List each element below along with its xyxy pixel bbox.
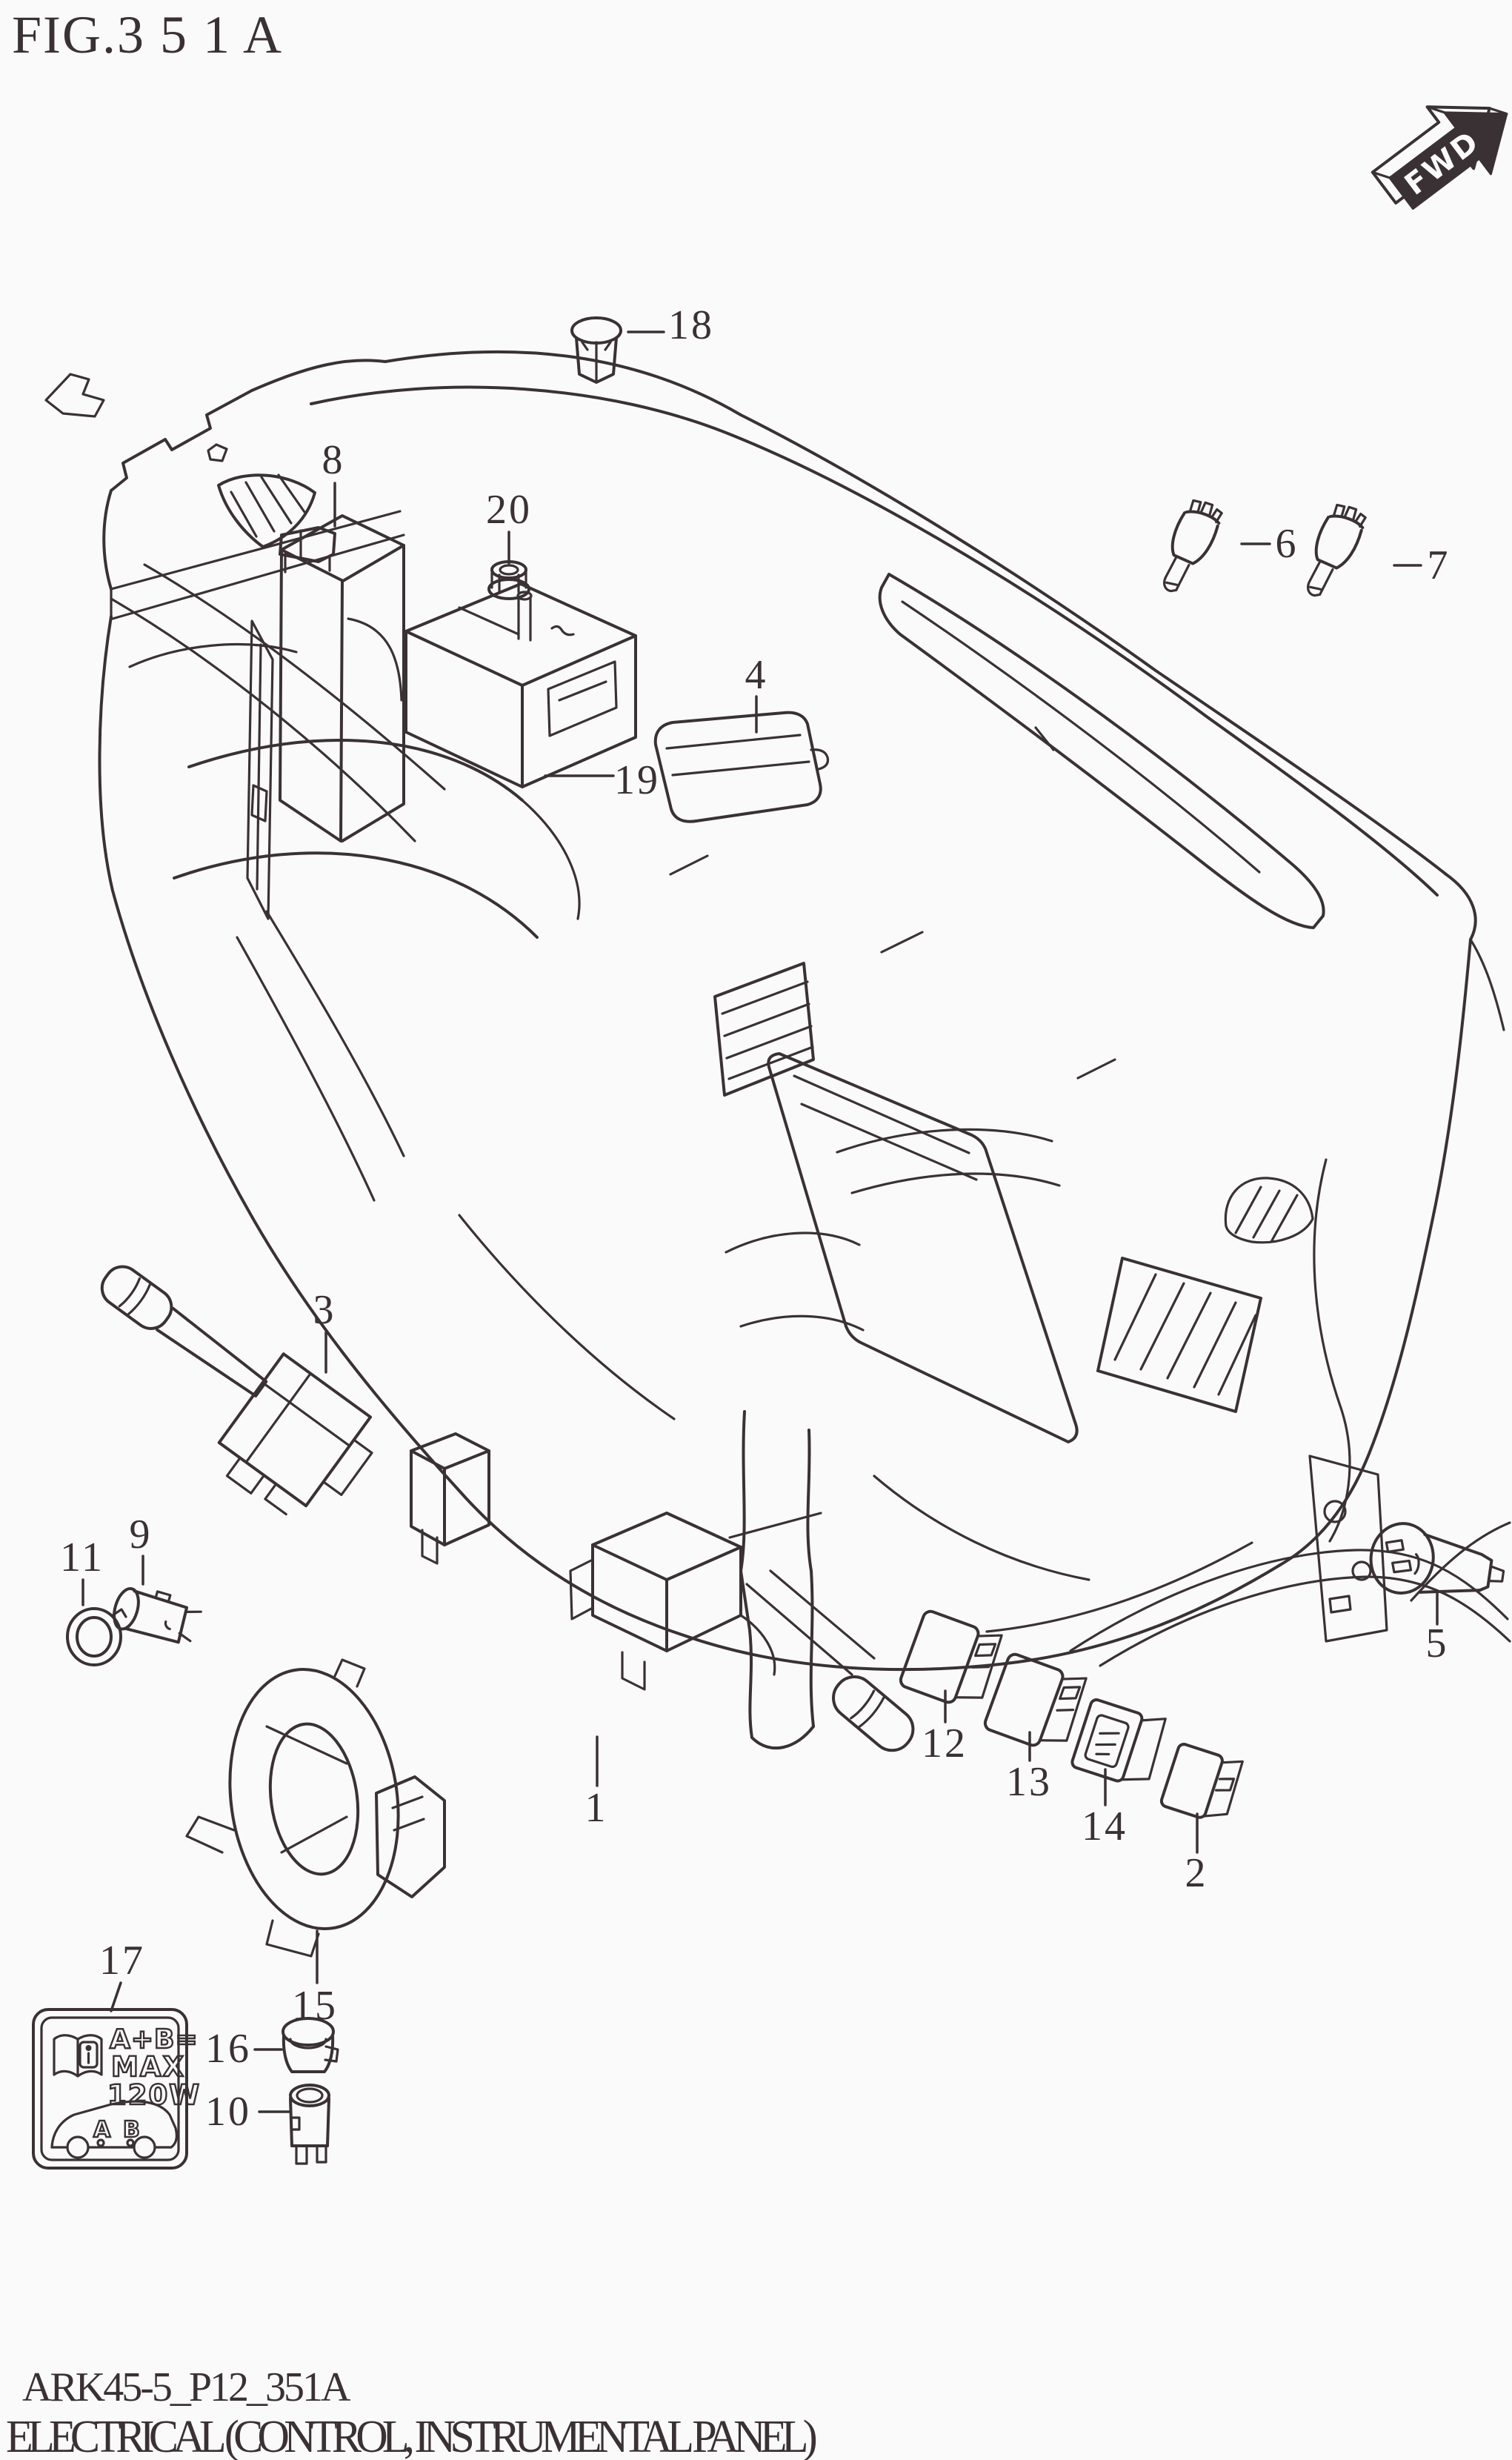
part-label-2: 2 [1185,1850,1208,1896]
part-label-9: 9 [129,1512,153,1558]
part-label-6: 6 [1275,521,1299,567]
part-drawing-blank-switch-13 [983,1652,1088,1747]
part-label-1: 1 [585,1785,608,1831]
part-label-3: 3 [313,1287,336,1333]
max-load-label: A+B= MAX 120W A B [32,2008,201,2170]
part-drawing-ring-11 [66,1607,127,1666]
part-label-8: 8 [322,437,345,483]
fwd-arrow: FWD [1371,105,1508,210]
part-drawing-socket-7 [1307,503,1367,597]
part-drawing-socket-5 [1369,1522,1505,1595]
part-drawing-switch-14 [1070,1698,1167,1783]
part-label-12: 12 [922,1721,968,1766]
van-icon: A B [50,2100,178,2159]
leader-lines [81,330,1439,2113]
part-drawing-combination-switch-3 [100,1265,373,1516]
part-drawing-hazard-switch-4 [653,711,830,823]
instrument-panel-drawing [44,350,1511,1750]
leader-line-17 [110,1981,122,2012]
owners-manual-icon [53,2034,103,2078]
footer-code: ARK45-5_P12_351A [22,2364,350,2410]
label17-line3: 120W [107,2079,201,2111]
part-drawing-blank-switch-12 [899,1609,1003,1704]
part-drawing-switch-body-right [410,1432,490,1565]
part-drawing-socket-6 [1163,499,1223,593]
part-drawing-socket-body-10 [289,2084,330,2165]
part-label-20: 20 [486,487,532,533]
figure-title: FIG.3 5 1 A [12,5,284,64]
footer-caption: ELECTRICAL (CONTROL, INSTRUMENTAL PANEL) [6,2412,818,2460]
part-label-15: 15 [292,1983,338,2029]
part-label-16: 16 [205,2026,251,2072]
part-label-11: 11 [60,1535,104,1580]
label17-line1: A+B= [110,2024,199,2055]
part-label-18: 18 [668,302,714,348]
part-label-10: 10 [205,2089,251,2135]
part-drawing-clip-8 [279,514,405,842]
part-label-19: 19 [614,757,660,803]
part-label-5: 5 [1425,1620,1449,1666]
part-drawing-module-19 [404,582,637,788]
label17-line2: MAX [111,2051,185,2083]
part-drawing-switch-2 [1159,1743,1244,1819]
part-label-17: 17 [99,1938,145,1984]
part-label-4: 4 [745,652,768,698]
part-drawing-clock-spring-15 [185,1658,446,1958]
part-label-7: 7 [1427,542,1451,588]
part-drawing-sensor-18 [570,316,622,384]
part-label-13: 13 [1006,1759,1052,1805]
label17-a: A [93,2117,111,2143]
part-label-14: 14 [1082,1804,1128,1849]
part-drawing-column-assembly-1 [569,1512,915,1752]
part-drawing-socket-cap-16 [282,2017,339,2073]
